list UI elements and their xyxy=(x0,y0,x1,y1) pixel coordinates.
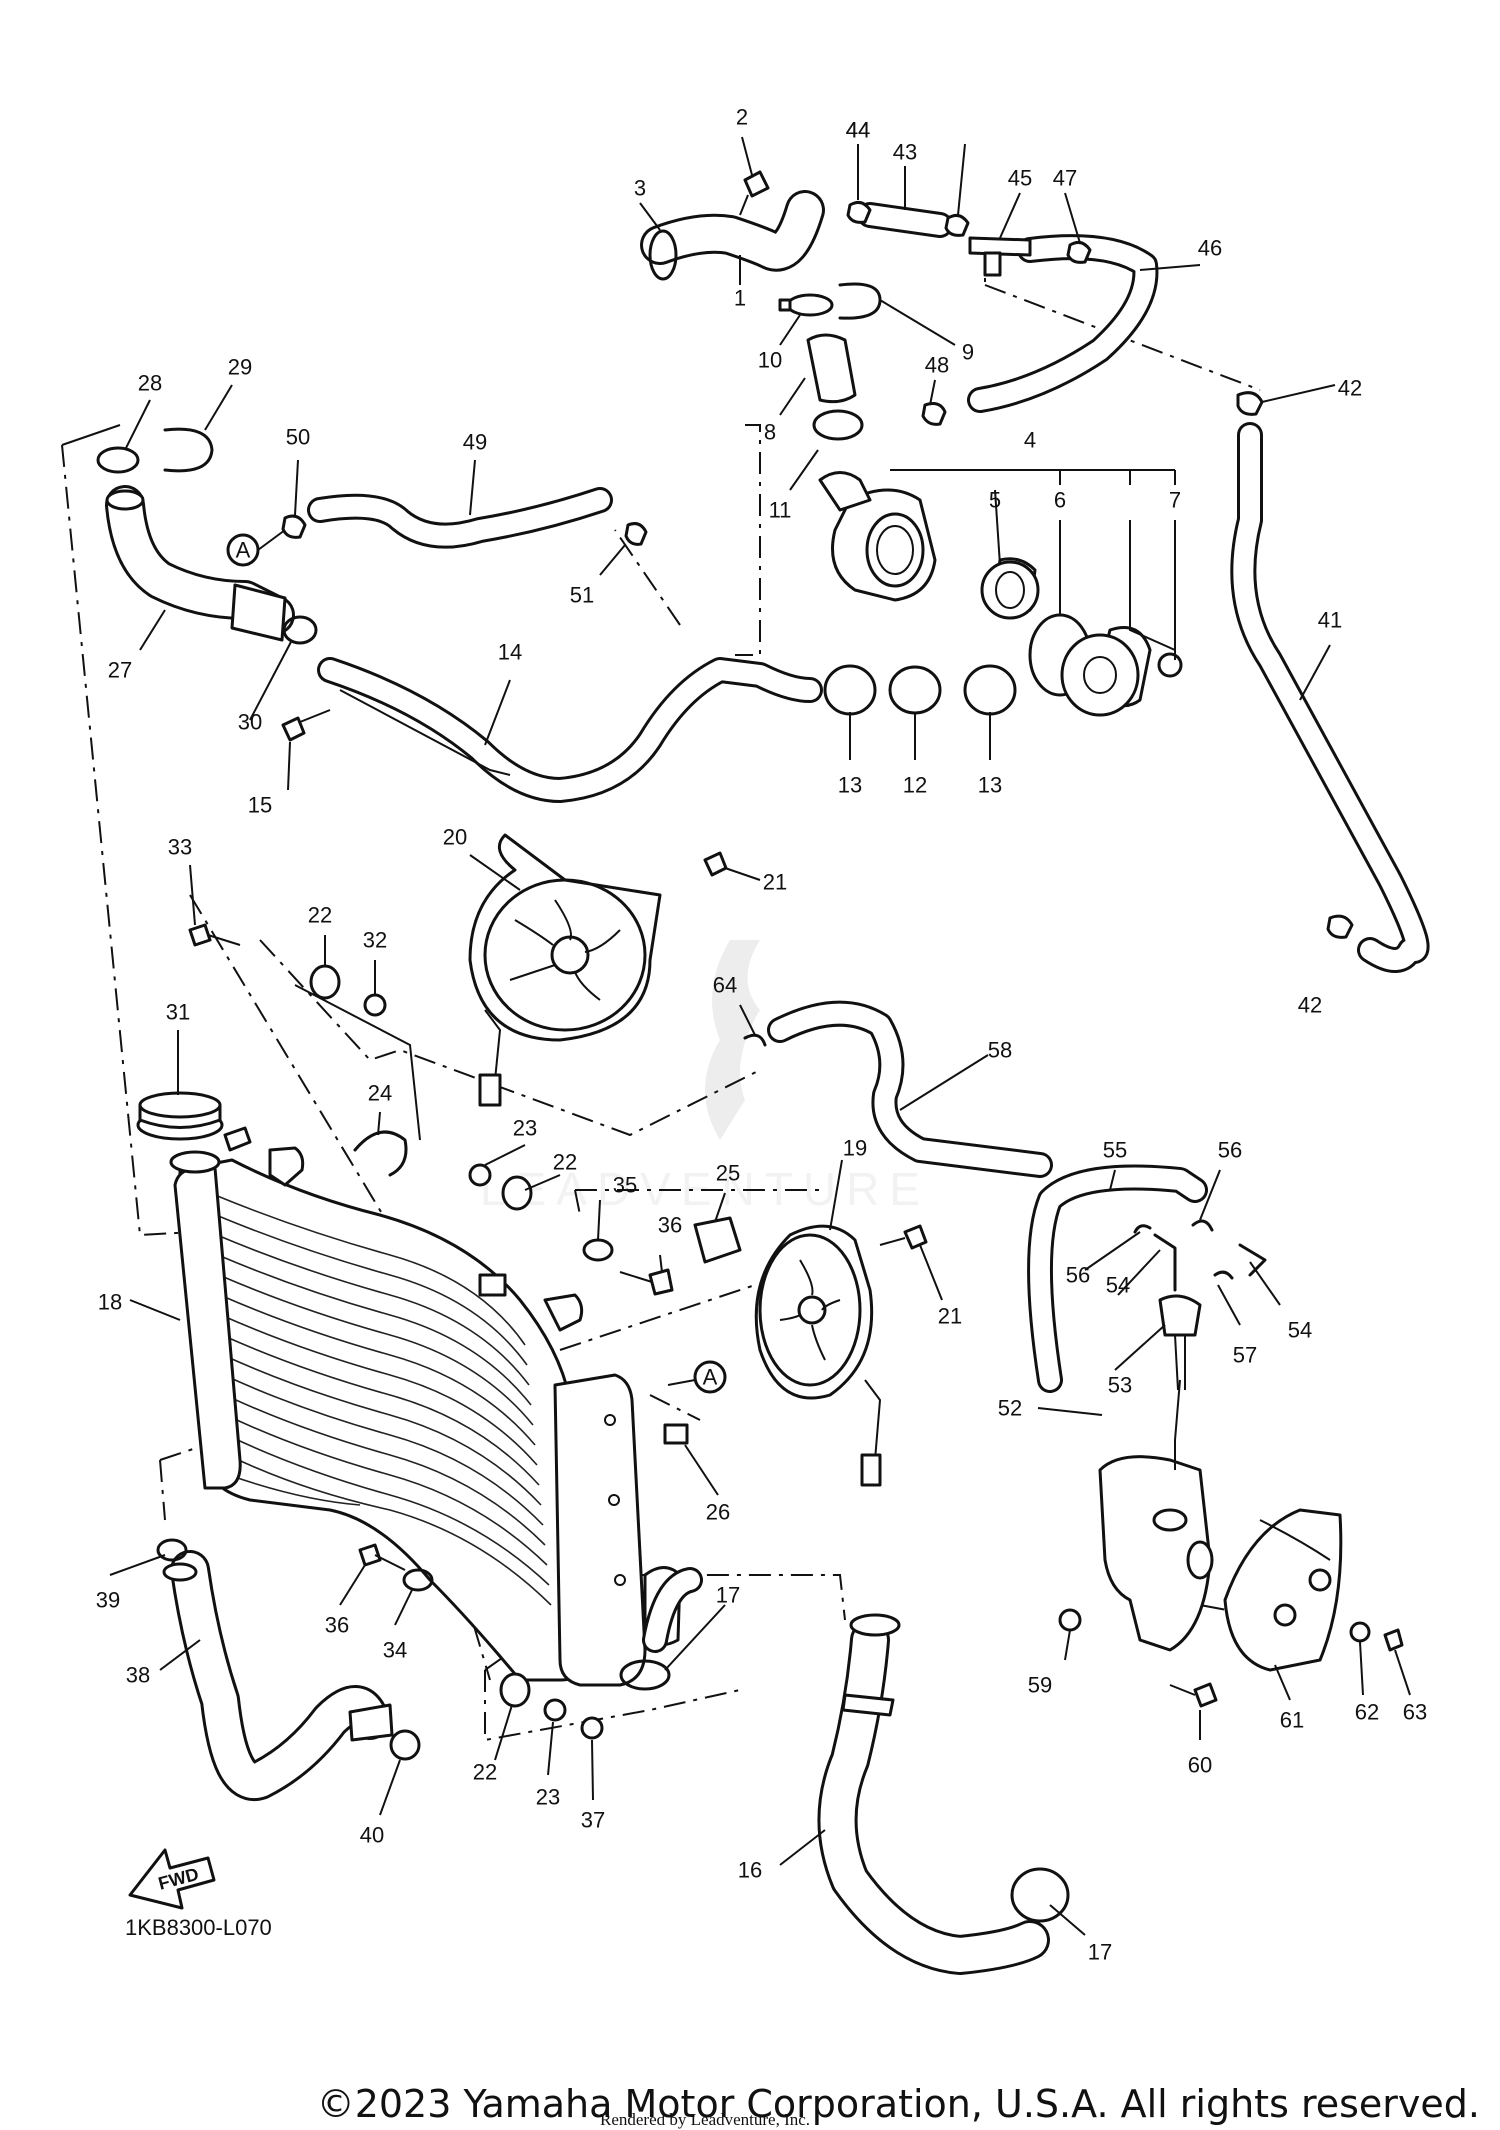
callout-64: 64 xyxy=(713,973,737,998)
callout-7: 7 xyxy=(1169,488,1181,513)
coolant-reservoir xyxy=(1098,1294,1343,1672)
callout-6: 6 xyxy=(1054,488,1066,513)
callout-8: 8 xyxy=(764,420,776,445)
callout-33: 33 xyxy=(168,835,192,860)
callout-50: 50 xyxy=(286,425,310,450)
callout-25: 25 xyxy=(716,1161,740,1186)
callout-20: 20 xyxy=(443,825,467,850)
callout-38: 38 xyxy=(126,1663,150,1688)
callout-17: 17 xyxy=(1088,1940,1112,1965)
connection-a-upper: A xyxy=(226,529,286,567)
callout-56: 56 xyxy=(1218,1138,1242,1163)
callout-37: 37 xyxy=(581,1808,605,1833)
hoses xyxy=(105,190,1430,1975)
svg-text:A: A xyxy=(236,538,251,563)
callout-28: 28 xyxy=(138,371,162,396)
watermark-text: LEADVENTURE xyxy=(480,1163,930,1215)
callout-18: 18 xyxy=(98,1290,122,1315)
callout-36: 36 xyxy=(658,1213,682,1238)
callout-45: 45 xyxy=(1008,166,1032,191)
callout-23: 23 xyxy=(536,1785,560,1810)
callout-16: 16 xyxy=(738,1858,762,1883)
callout-54: 54 xyxy=(1288,1318,1312,1343)
callout-42: 42 xyxy=(1298,993,1322,1018)
callout-40: 40 xyxy=(360,1823,384,1848)
cooling-fan-lower xyxy=(754,1224,882,1487)
callout-19: 19 xyxy=(843,1136,867,1161)
callout-1: 1 xyxy=(734,286,746,311)
callout-21: 21 xyxy=(763,870,787,895)
callout-21: 21 xyxy=(938,1304,962,1329)
callout-5: 5 xyxy=(989,488,1001,513)
callout-22: 22 xyxy=(553,1150,577,1175)
callout-12: 12 xyxy=(903,773,927,798)
callout-49: 49 xyxy=(463,430,487,455)
callout-54: 54 xyxy=(1106,1273,1130,1298)
callout-leaders xyxy=(109,136,1411,1936)
callout-31: 31 xyxy=(166,1000,190,1025)
callout-24: 24 xyxy=(368,1081,392,1106)
callout-42: 42 xyxy=(1338,376,1362,401)
fwd-arrow-icon: FWD xyxy=(128,1848,216,1910)
callout-34: 34 xyxy=(383,1638,407,1663)
callout-32: 32 xyxy=(363,928,387,953)
callout-10: 10 xyxy=(758,348,782,373)
callout-26: 26 xyxy=(706,1500,730,1525)
callout-22: 22 xyxy=(473,1760,497,1785)
callout-4: 4 xyxy=(1024,428,1036,453)
callout-17: 17 xyxy=(716,1583,740,1608)
callout-63: 63 xyxy=(1403,1700,1427,1725)
callout-52: 52 xyxy=(998,1396,1022,1421)
callout-36: 36 xyxy=(325,1613,349,1638)
callout-14: 14 xyxy=(498,640,522,665)
callout-43: 43 xyxy=(893,140,917,165)
cooling-fan-upper xyxy=(468,833,662,1107)
callout-30: 30 xyxy=(238,710,262,735)
callout-58: 58 xyxy=(988,1038,1012,1063)
callout-13: 13 xyxy=(978,773,1002,798)
callout-29: 29 xyxy=(228,355,252,380)
callout-2: 2 xyxy=(736,105,748,130)
callout-39: 39 xyxy=(96,1588,120,1613)
callout-47: 47 xyxy=(1053,166,1077,191)
leadventure-watermark: LEADVENTURE xyxy=(480,940,930,1215)
rendered-by-notice: Rendered by Leadventure, Inc. xyxy=(600,2110,811,2129)
callout-41: 41 xyxy=(1318,608,1342,633)
callout-55: 55 xyxy=(1103,1138,1127,1163)
callout-11: 11 xyxy=(769,498,792,523)
radiator-cap xyxy=(136,1091,252,1174)
callout-46: 46 xyxy=(1198,236,1222,261)
callout-61: 61 xyxy=(1280,1708,1304,1733)
copyright-notice: ©2023 Yamaha Motor Corporation, U.S.A. A… xyxy=(316,2082,1480,2126)
connection-a-lower: A xyxy=(667,1360,727,1394)
callout-60: 60 xyxy=(1188,1753,1212,1778)
callout-15: 15 xyxy=(248,793,272,818)
svg-text:A: A xyxy=(703,1365,718,1390)
callout-44: 44 xyxy=(846,118,870,143)
callout-59: 59 xyxy=(1028,1673,1052,1698)
callout-27: 27 xyxy=(108,658,132,683)
callout-53: 53 xyxy=(1108,1373,1132,1398)
clamps-and-fasteners xyxy=(96,170,1404,1923)
callout-23: 23 xyxy=(513,1116,537,1141)
callout-13: 13 xyxy=(838,773,862,798)
callout-57: 57 xyxy=(1233,1343,1257,1368)
radiator-core xyxy=(173,1146,682,1687)
callout-48: 48 xyxy=(925,353,949,378)
callout-62: 62 xyxy=(1355,1700,1379,1725)
assembly-lines xyxy=(61,248,1281,1742)
drawing-reference-code: 1KB8300-L070 xyxy=(125,1915,272,1940)
callout-3: 3 xyxy=(634,176,646,201)
callout-35: 35 xyxy=(613,1173,637,1198)
callout-56: 56 xyxy=(1066,1263,1090,1288)
callout-9: 9 xyxy=(962,340,974,365)
callout-44: 44 xyxy=(846,118,870,143)
callout-51: 51 xyxy=(570,583,594,608)
callout-22: 22 xyxy=(308,903,332,928)
